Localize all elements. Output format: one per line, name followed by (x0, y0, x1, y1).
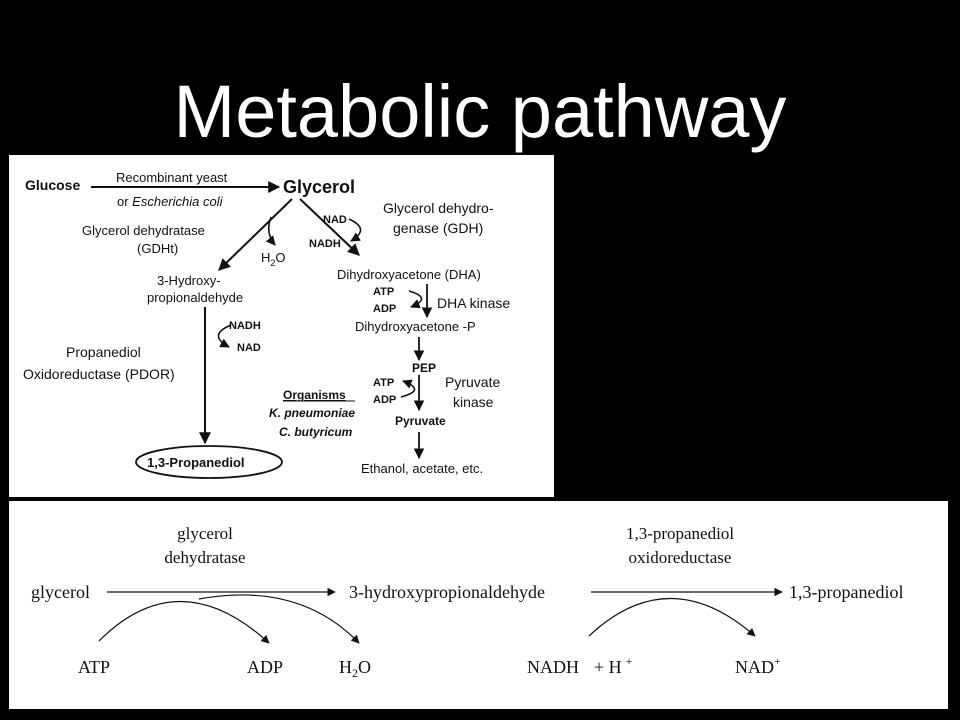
recombinant-label-line1: Recombinant yeast (116, 170, 228, 185)
organism-1: K. pneumoniae (269, 406, 355, 420)
h2o-sub: 2 (352, 666, 358, 680)
dha-label: Dihydroxyacetone (DHA) (337, 267, 481, 282)
organisms-header: Organisms (283, 388, 346, 402)
nad-left-label: NAD (237, 342, 261, 354)
atp-to-adp-curve (98, 601, 270, 644)
nad-sup: + (774, 654, 781, 668)
water-o: O (275, 250, 285, 265)
nadh-label: NADH (527, 657, 579, 677)
pathway-diagram-detailed-svg: Glucose Recombinant yeast or Escherichia… (23, 170, 510, 479)
water-label: H2O (261, 250, 286, 268)
glycerol-to-dha-arrow (299, 198, 360, 256)
atp-label: ATP (78, 657, 110, 677)
gdht-label-line2: (GDHt) (137, 241, 178, 256)
nadh-right-label: NADH (309, 238, 341, 250)
pathway-diagram-detailed: Glucose Recombinant yeast or Escherichia… (9, 155, 554, 497)
h2o-h: H (339, 657, 352, 677)
pyruvate-kinase-line1: Pyruvate (445, 374, 500, 390)
slide-title: Metabolic pathway (173, 70, 787, 153)
pdor-label-line2: Oxidoreductase (PDOR) (23, 366, 175, 382)
nadh-to-nad-curve (588, 598, 756, 637)
water-h: H (261, 250, 270, 265)
nad-text: NAD (735, 657, 774, 677)
atp-to-adp-arrow-1 (408, 290, 423, 309)
hpa-label-line2: propionaldehyde (147, 290, 243, 305)
water-release-arrow (265, 216, 276, 246)
pathway-diagram-simple-svg: glycerol dehydratase 1,3-propanediol oxi… (31, 524, 903, 680)
enzyme2-line2: oxidoreductase (629, 548, 732, 567)
pep-label: PEP (412, 361, 436, 375)
adp-to-atp-arrow-2 (400, 379, 416, 398)
organism-2: C. butyricum (279, 425, 353, 439)
glucose-label: Glucose (25, 177, 80, 193)
water-output-label: H2O (339, 657, 371, 680)
end-products-label: Ethanol, acetate, etc. (361, 461, 483, 476)
nad-to-nadh-arrow-right (348, 218, 362, 242)
substrate-glycerol: glycerol (31, 582, 90, 602)
pathway-diagram-simple: glycerol dehydratase 1,3-propanediol oxi… (9, 501, 948, 709)
propanediol-label: 1,3-Propanediol (147, 455, 245, 470)
pyruvate-kinase-line2: kinase (453, 394, 494, 410)
product-propanediol: 1,3-propanediol (789, 582, 903, 602)
glycerol-to-hpa-arrow (218, 198, 293, 271)
enzyme1-line2: dehydratase (164, 548, 245, 567)
h2o-o: O (358, 657, 371, 677)
nad-plus-label: NAD+ (735, 654, 781, 677)
plus-h-label: + H + (594, 654, 633, 677)
gdh-label-line2: genase (GDH) (393, 220, 483, 236)
atp1-label: ATP (373, 286, 394, 298)
pyruvate-label: Pyruvate (395, 414, 446, 428)
propanediol-ellipse (135, 445, 283, 479)
enzyme2-line1: 1,3-propanediol (626, 524, 734, 543)
atp2-label: ATP (373, 377, 394, 389)
gdht-label-line1: Glycerol dehydratase (82, 223, 205, 238)
pdor-label-line1: Propanediol (66, 344, 141, 360)
water-sub: 2 (270, 258, 275, 268)
gdh-label-line1: Glycerol dehydro- (383, 200, 494, 216)
adp1-label: ADP (373, 303, 396, 315)
nad-right-label: NAD (323, 214, 347, 226)
nadh-to-nad-arrow-left (217, 324, 232, 348)
adp2-label: ADP (373, 394, 396, 406)
nadh-left-label: NADH (229, 320, 261, 332)
hpa-label-line1: 3-Hydroxy- (157, 273, 221, 288)
water-release-curve (198, 594, 360, 644)
glycerol-label: Glycerol (283, 177, 355, 197)
enzyme1-line1: glycerol (177, 524, 233, 543)
recombinant-organism: Escherichia coli (132, 194, 223, 209)
adp-label: ADP (247, 657, 283, 677)
intermediate-hpa: 3-hydroxypropionaldehyde (349, 582, 545, 602)
plus-h: + H (594, 657, 622, 677)
recombinant-prefix: or (117, 194, 132, 209)
plus-h-sup: + (626, 654, 633, 668)
dha-kinase-label: DHA kinase (437, 295, 510, 311)
recombinant-label-line2: or Escherichia coli (117, 194, 224, 209)
dhap-label: Dihydroxyacetone -P (355, 319, 476, 334)
